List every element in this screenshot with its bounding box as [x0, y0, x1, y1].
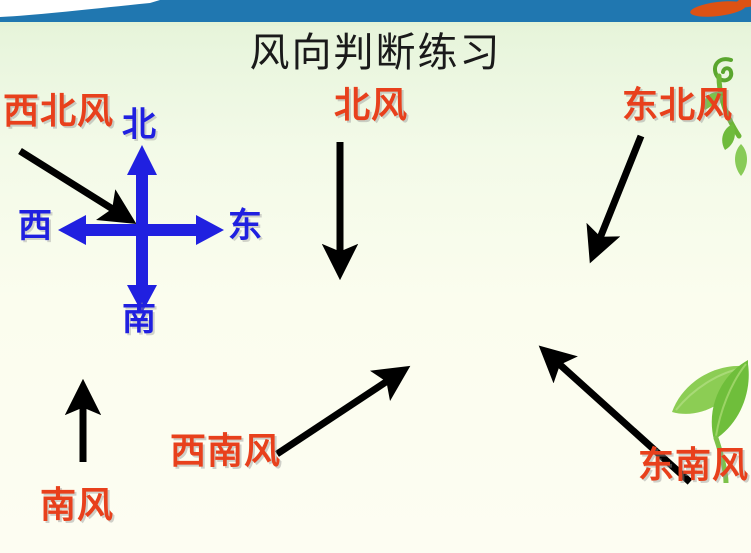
compass-label-west: 西 — [18, 206, 53, 246]
southeast-wind-arrow — [538, 345, 693, 485]
wind-label-northwest: 西北风 — [3, 91, 115, 132]
compass-label-east: 东 — [228, 206, 263, 246]
northeast-wind-arrow — [586, 134, 645, 264]
banner-ellipse-small-icon — [736, 0, 751, 8]
compass-label-south: 南 — [122, 299, 157, 339]
compass-south-arrowhead — [127, 285, 157, 313]
wind-label-northeast: 东北风 — [622, 85, 734, 126]
page-title: 风向判断练习 — [249, 30, 502, 76]
compass-west-arrowhead — [58, 215, 86, 245]
compass-east-arrowhead — [196, 215, 224, 245]
northwest-wind-arrow — [18, 148, 137, 224]
wind-label-south: 南风 — [40, 485, 115, 526]
compass-label-north: 北 — [122, 105, 157, 145]
wind-label-north: 北风 — [334, 85, 409, 126]
banner-underline — [0, 22, 751, 26]
compass-north-arrowhead — [127, 145, 157, 175]
banner-swoosh — [0, 0, 160, 17]
wind-label-southeast: 东南风 — [638, 445, 750, 486]
compass-horizontal-shaft — [73, 224, 209, 236]
southwest-wind-arrow — [275, 365, 411, 457]
top-banner — [0, 0, 751, 26]
banner-bar — [0, 0, 751, 22]
wind-label-southwest: 西南风 — [170, 431, 282, 472]
banner-ellipse-icon — [690, 1, 746, 17]
